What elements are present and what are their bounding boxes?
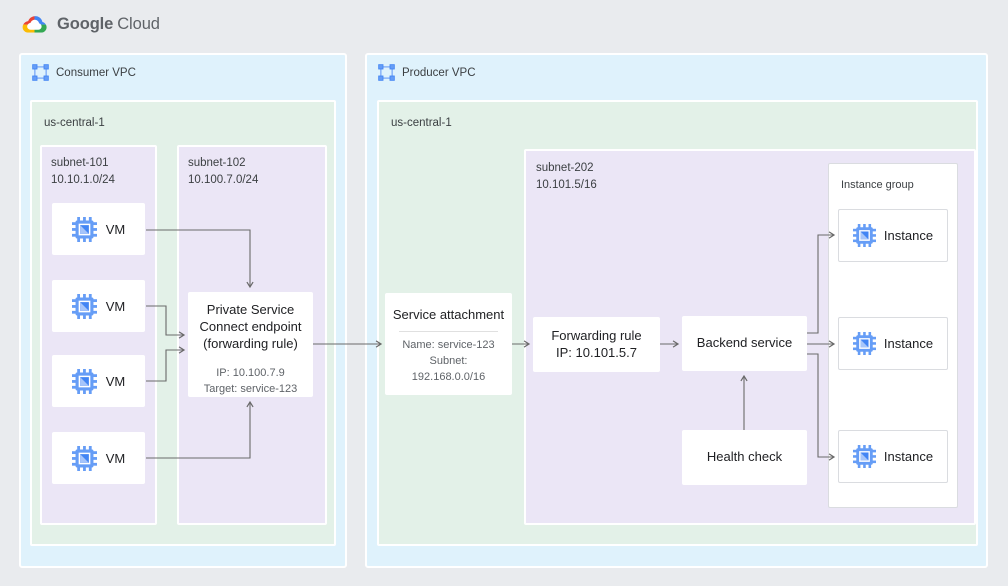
subnet-101-name: subnet-101	[51, 157, 109, 169]
service-attachment-subnet-word: Subnet:	[429, 354, 468, 367]
vm-node-3: VM	[52, 355, 145, 407]
forwarding-rule-line2: IP: 10.101.5.7	[556, 344, 637, 360]
psc-endpoint-ip: IP: 10.100.7.9	[216, 366, 285, 379]
service-attachment-name: Name: service-123	[402, 338, 495, 351]
service-attachment-node: Service attachment Name: service-123 Sub…	[385, 293, 512, 395]
google-cloud-logo-icon	[20, 13, 49, 36]
instance-node-2: Instance	[838, 317, 948, 370]
instance-group-label: Instance group	[841, 179, 914, 191]
psc-endpoint-title: Private Service Connect endpoint (forwar…	[199, 302, 302, 351]
vm-node-4: VM	[52, 432, 145, 484]
instance-label: Instance	[883, 228, 934, 243]
forwarding-rule-node: Forwarding rule IP: 10.101.5.7	[533, 317, 660, 372]
service-attachment-subnet-cidr: 192.168.0.0/16	[411, 370, 486, 383]
producer-vpc-header: Producer VPC	[378, 64, 476, 81]
logo-word-cloud: Cloud	[117, 15, 160, 33]
vm-label: VM	[105, 373, 126, 389]
vm-node-2: VM	[52, 280, 145, 332]
subnet-101-cidr: 10.10.1.0/24	[51, 173, 115, 186]
subnet-102-name: subnet-102	[188, 157, 246, 169]
compute-engine-icon	[71, 445, 97, 471]
subnet-102-label: subnet-102 10.100.7.0/24	[188, 155, 258, 188]
producer-vpc-label: Producer VPC	[402, 66, 476, 79]
backend-service-node: Backend service	[682, 316, 807, 371]
psc-endpoint-node: Private Service Connect endpoint (forwar…	[188, 292, 313, 397]
health-check-label: Health check	[706, 449, 783, 465]
vpc-network-icon	[32, 64, 49, 81]
compute-engine-icon	[71, 216, 97, 242]
instance-node-1: Instance	[838, 209, 948, 262]
subnet-101-label: subnet-101 10.10.1.0/24	[51, 155, 115, 188]
vm-label: VM	[105, 450, 126, 466]
subnet-202-cidr: 10.101.5/16	[536, 178, 597, 191]
consumer-region-label: us-central-1	[44, 117, 105, 129]
forwarding-rule-line1: Forwarding rule	[551, 327, 642, 343]
psc-endpoint-target: Target: service-123	[203, 382, 298, 395]
backend-service-label: Backend service	[696, 335, 793, 351]
subnet-102-cidr: 10.100.7.0/24	[188, 173, 259, 186]
vm-label: VM	[105, 221, 126, 237]
vm-node-1: VM	[52, 203, 145, 255]
subnet-202-label: subnet-202 10.101.5/16	[536, 160, 597, 193]
compute-engine-icon	[852, 224, 876, 247]
consumer-vpc-label: Consumer VPC	[56, 66, 136, 79]
instance-label: Instance	[883, 336, 934, 351]
service-attachment-title: Service attachment	[392, 307, 505, 322]
compute-engine-icon	[852, 332, 876, 355]
producer-region-label: us-central-1	[391, 117, 452, 129]
instance-label: Instance	[883, 449, 934, 464]
health-check-node: Health check	[682, 430, 807, 485]
compute-engine-icon	[71, 293, 97, 319]
vm-label: VM	[105, 298, 126, 314]
instance-node-3: Instance	[838, 430, 948, 483]
subnet-202-name: subnet-202	[536, 162, 594, 174]
compute-engine-icon	[71, 368, 97, 394]
vpc-network-icon	[378, 64, 395, 81]
logo-word-google: Google	[57, 15, 114, 33]
consumer-vpc-header: Consumer VPC	[32, 64, 136, 81]
divider	[398, 330, 499, 332]
compute-engine-icon	[852, 445, 876, 468]
